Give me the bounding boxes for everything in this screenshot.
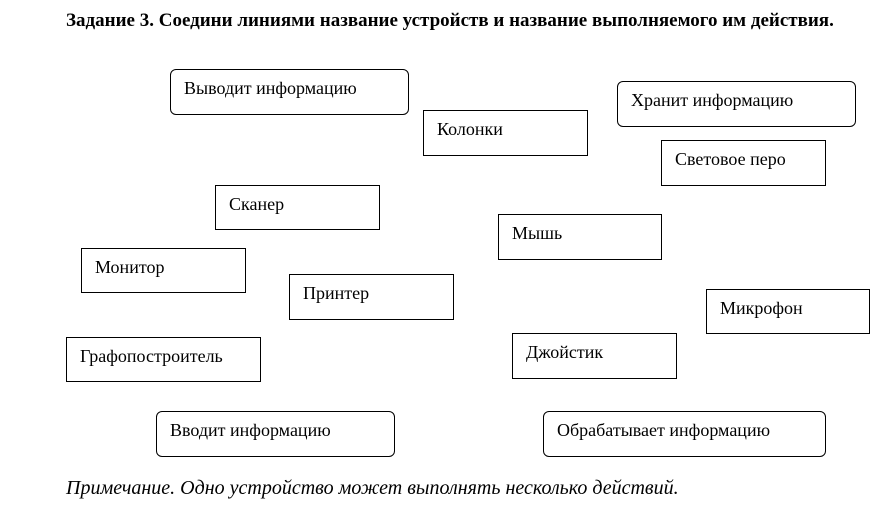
device-box-printer: Принтер [289, 274, 454, 320]
device-box-light-pen: Световое перо [661, 140, 826, 186]
device-box-joystick: Джойстик [512, 333, 677, 379]
task-heading: Задание 3. Соедини линиями название устр… [66, 8, 876, 33]
device-box-microphone: Микрофон [706, 289, 870, 334]
device-box-speakers: Колонки [423, 110, 588, 156]
action-box-output: Выводит информацию [170, 69, 409, 115]
device-box-plotter: Графопостроитель [66, 337, 261, 382]
device-box-scanner: Сканер [215, 185, 380, 230]
action-box-process: Обрабатывает информацию [543, 411, 826, 457]
task-instruction: Соедини линиями название устройств и наз… [153, 10, 834, 31]
task-number: Задание 3. [66, 10, 154, 31]
device-box-monitor: Монитор [81, 248, 246, 293]
note-text: Примечание. Одно устройство может выполн… [66, 477, 679, 499]
action-box-input: Вводит информацию [156, 411, 395, 457]
device-box-mouse: Мышь [498, 214, 662, 260]
action-box-store: Хранит информацию [617, 81, 856, 127]
